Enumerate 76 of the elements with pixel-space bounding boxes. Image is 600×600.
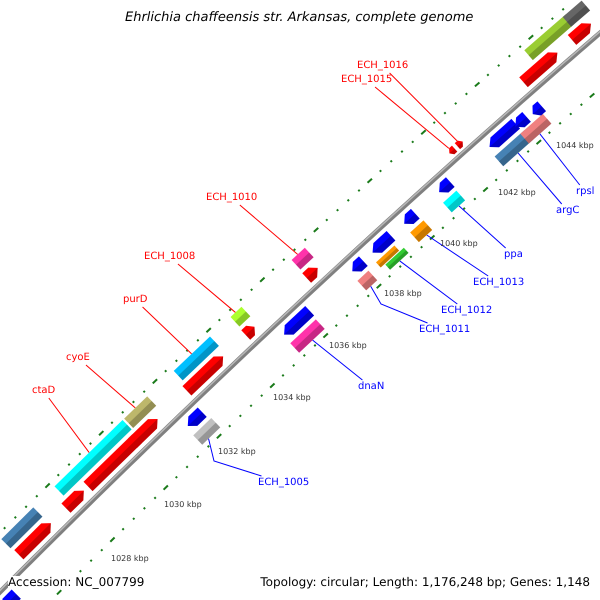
gene-feature [241, 326, 255, 340]
gene-feature [188, 408, 207, 426]
scale-label: 1030 kbp [164, 500, 202, 510]
scale-label: 1042 kbp [498, 188, 536, 198]
gene-feature [182, 356, 224, 396]
leader-line [142, 306, 192, 354]
gene-label: ECH_1008 [144, 251, 196, 263]
gene-feature [490, 118, 520, 148]
gene-block [385, 248, 409, 270]
gene-label: ECH_1015 [341, 74, 392, 86]
gene-label: argC [556, 205, 580, 217]
scale-label: 1044 kbp [556, 141, 594, 151]
gene-block [124, 396, 156, 428]
gene-label: purD [123, 294, 148, 306]
gene-label: cyoE [66, 352, 90, 364]
gene-label: ECH_1010 [206, 192, 258, 204]
leader-line [426, 234, 489, 276]
leader-line [312, 340, 363, 380]
leader-line [85, 364, 136, 408]
gene-feature [439, 177, 455, 192]
leader-line [458, 205, 506, 248]
gene-feature [449, 146, 458, 154]
gene-block [290, 319, 325, 353]
leader-line [374, 86, 450, 149]
gene-label: ECH_1005 [258, 477, 310, 489]
gene-label: ECH_1012 [441, 305, 492, 317]
gene-feature [284, 306, 314, 335]
gene-block [193, 418, 220, 445]
gene-block [174, 336, 219, 380]
gene-block [410, 220, 432, 242]
gene-block [292, 248, 314, 270]
leader-line [389, 72, 458, 142]
gene-feature [372, 230, 396, 253]
gene-feature [61, 490, 84, 513]
gene-feature [352, 256, 368, 272]
gene-label: rpsl [576, 186, 594, 198]
diagram-title: Ehrlichia chaffeensis str. Arkansas, complete genome [125, 10, 474, 26]
leader-line [48, 398, 90, 454]
leader-line [239, 204, 298, 255]
gene-block [443, 190, 466, 212]
gene-feature [454, 140, 463, 150]
scale-label: 1036 kbp [329, 341, 367, 351]
gene-label: dnaN [358, 381, 384, 393]
gene-feature [532, 101, 546, 116]
leader-line [399, 260, 458, 304]
gene-block [54, 420, 132, 496]
gene-block [376, 246, 400, 268]
leader-line [518, 152, 562, 204]
scale-label: 1040 kbp [440, 239, 478, 249]
gene-label: ECH_1013 [473, 277, 524, 289]
gene-label: ctaD [32, 385, 56, 397]
gene-feature [515, 112, 531, 128]
scale-label: 1032 kbp [218, 447, 256, 457]
gene-block [230, 306, 250, 327]
genome-summary: Topology: circular; Length: 1,176,248 bp; Genes: 1,148 [260, 576, 590, 589]
gene-block [1, 507, 42, 548]
gene-block [562, 0, 590, 27]
gene-feature [2, 590, 21, 600]
gene-feature [14, 523, 51, 560]
accession-text: Accession: NC_007799 [8, 576, 144, 589]
gene-block [520, 114, 552, 144]
gene-label: ppa [504, 249, 523, 261]
gene-block [357, 270, 378, 290]
scale-label: 1034 kbp [273, 393, 311, 403]
gene-label: ECH_1011 [419, 324, 470, 336]
gene-feature [404, 208, 420, 224]
gene-label: ECH_1016 [357, 60, 408, 72]
gene-feature [302, 268, 318, 283]
gene-feature [128, 419, 158, 448]
scale-label: 1038 kbp [384, 289, 422, 299]
leader-line [208, 438, 262, 476]
leader-line [370, 286, 428, 324]
leader-line [177, 264, 236, 313]
gene-feature [568, 23, 591, 45]
scale-label: 1028 kbp [111, 554, 149, 564]
gene-feature [519, 52, 558, 88]
